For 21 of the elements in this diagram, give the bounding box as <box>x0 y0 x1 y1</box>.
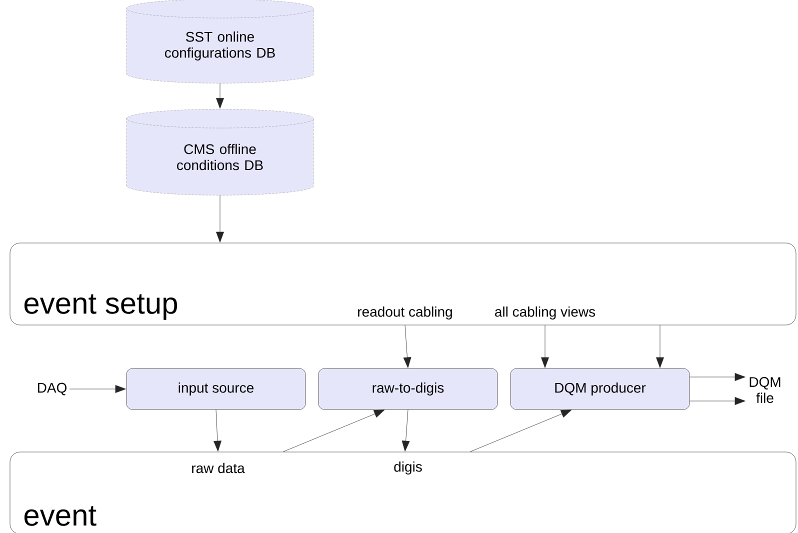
process-box: DQM producer <box>510 368 690 410</box>
arrow <box>69 385 126 393</box>
arrow <box>282 410 385 452</box>
arrow <box>216 83 224 109</box>
arrow <box>690 373 746 381</box>
database-cylinder: SST online configurations DB <box>126 0 314 84</box>
arrow <box>690 397 746 405</box>
bare-label: DQM file <box>750 377 780 403</box>
arrow <box>403 325 412 368</box>
arrow <box>216 195 224 242</box>
database-cylinder: CMS offline conditions DB <box>126 109 314 196</box>
arrow <box>541 325 549 368</box>
arrow <box>402 410 410 452</box>
layer-band: event setup readout cabling all cabling views <box>10 242 796 326</box>
process-box: raw-to-digis <box>318 368 498 410</box>
arrow <box>214 410 222 452</box>
bare-label: DAQ <box>38 382 66 396</box>
arrow <box>470 410 572 452</box>
arrow <box>656 325 664 368</box>
process-box: input source <box>126 368 306 410</box>
layer-band: event raw data digis <box>10 452 796 533</box>
